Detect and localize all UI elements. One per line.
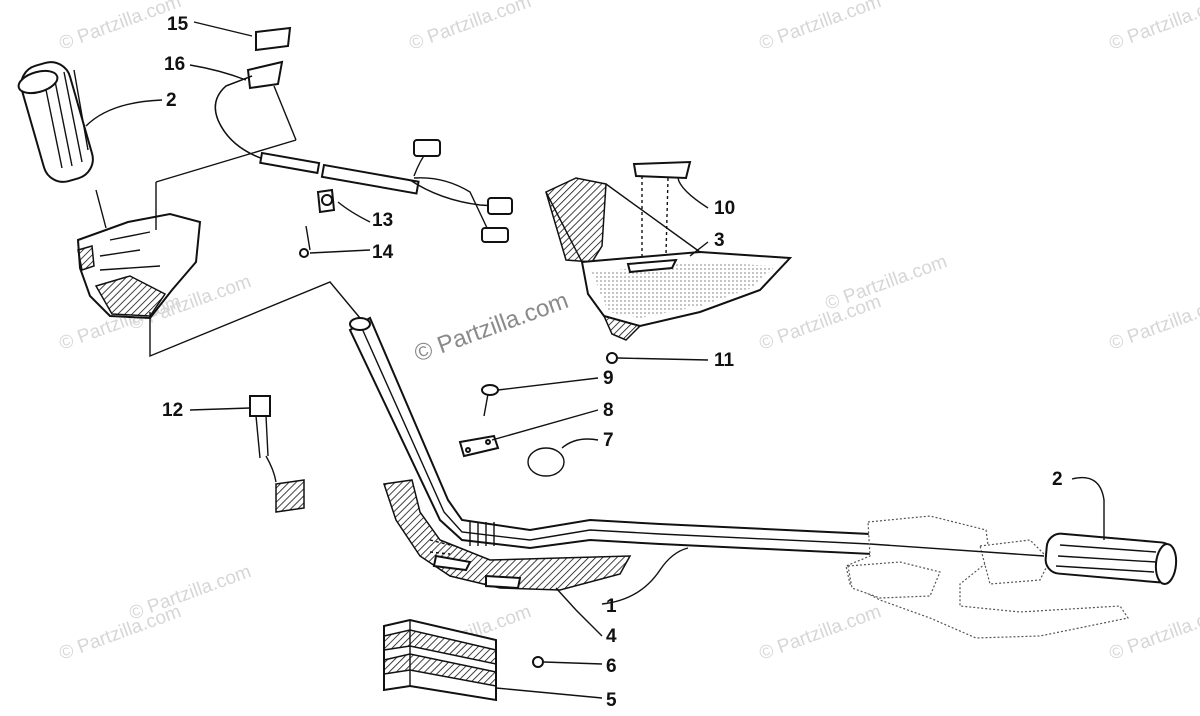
callout-11: 11 <box>714 350 735 371</box>
callout-14: 14 <box>372 242 394 263</box>
watermark: © Partzilla.com <box>407 0 534 55</box>
callouts: 15 16 2 2 10 3 11 13 14 12 9 8 7 1 4 6 5 <box>162 14 1063 711</box>
callout-12: 12 <box>162 400 183 421</box>
callout-10: 10 <box>714 198 735 219</box>
callout-7: 7 <box>603 430 614 451</box>
clip-and-screw <box>299 188 336 258</box>
screw <box>481 384 499 417</box>
watermark: © Partzilla.com <box>57 0 184 55</box>
watermark: © Partzilla.com <box>127 561 254 625</box>
watermark-main: © Partzilla.com <box>411 287 572 368</box>
handlebar-pad <box>545 177 793 341</box>
kill-switch-tether <box>249 395 305 513</box>
grip-right <box>1044 532 1178 585</box>
watermark: © Partzilla.com <box>1107 0 1200 55</box>
bar-pad-block <box>383 618 544 702</box>
watermark: © Partzilla.com <box>757 601 884 665</box>
watermark: © Partzilla.com <box>757 0 884 55</box>
callout-9: 9 <box>603 368 614 389</box>
clamp-plate <box>458 434 500 458</box>
switch-cable <box>214 60 513 243</box>
retaining-ring <box>527 447 565 477</box>
throttle-housing-left <box>76 212 202 320</box>
callout-16: 16 <box>164 54 185 75</box>
callout-2-left: 2 <box>166 90 177 111</box>
leader-lines <box>85 21 1105 699</box>
watermark: © Partzilla.com <box>1107 291 1200 355</box>
callout-15: 15 <box>167 14 189 35</box>
callout-4: 4 <box>606 626 617 647</box>
callout-6: 6 <box>606 656 617 677</box>
callout-8: 8 <box>603 400 614 421</box>
brake-housing-right <box>845 515 1129 639</box>
callout-1: 1 <box>606 596 617 617</box>
watermark: © Partzilla.com <box>823 251 950 315</box>
nut <box>606 352 618 364</box>
grip-left <box>17 61 94 183</box>
callout-2-right: 2 <box>1052 469 1063 490</box>
pad-cover-plate <box>632 160 692 256</box>
handlebar-bracket <box>383 479 632 591</box>
decal-plate <box>255 26 292 52</box>
callout-13: 13 <box>372 210 393 231</box>
callout-5: 5 <box>606 690 617 711</box>
callout-3: 3 <box>714 230 725 251</box>
